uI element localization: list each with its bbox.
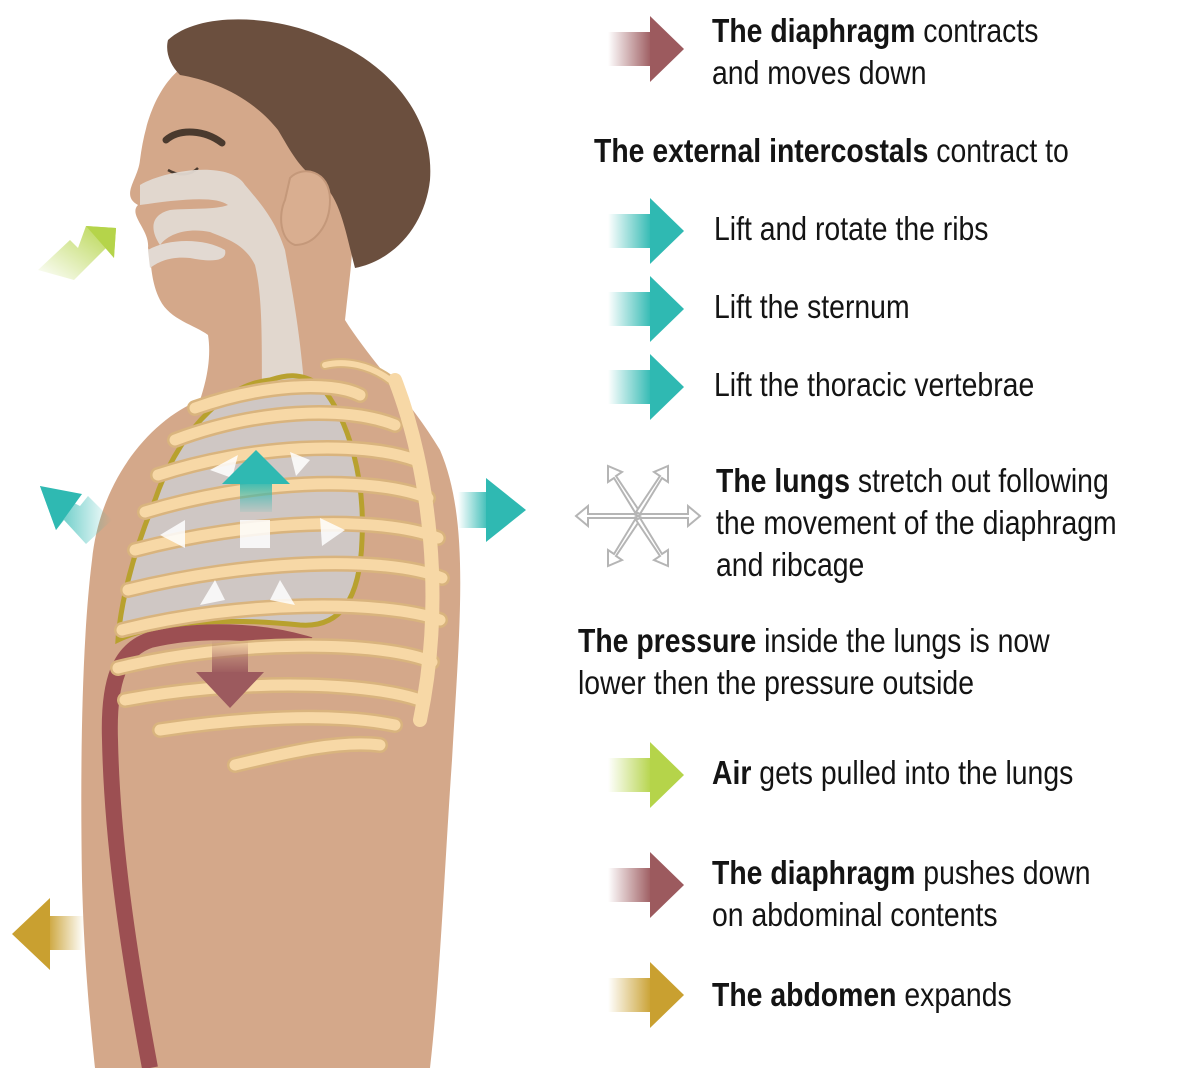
heading-line2: lower then the pressure outside (578, 664, 974, 701)
arrow-right-intercostal-icon (608, 276, 684, 342)
arrow-right-diaphragm-icon (608, 16, 684, 82)
arrow-right-intercostal-icon (608, 354, 684, 420)
arrow-right-intercostal-icon (608, 198, 684, 264)
heading-bold: The external intercostals (594, 132, 928, 169)
legend-text-line1: pushes down (915, 854, 1090, 891)
arrow-right-air-icon (608, 742, 684, 808)
heading-bold: The pressure (578, 622, 756, 659)
legend-bold: Air (712, 754, 751, 791)
arrow-right-diaphragm-icon (608, 852, 684, 918)
legend-text-rest: gets pulled into the lungs (751, 754, 1073, 791)
heading-rest: contract to (928, 132, 1068, 169)
legend-text-line2: on abdominal contents (712, 896, 998, 933)
legend-bold: The diaphragm (712, 854, 915, 891)
intercostals-heading: The external intercostals contract to (594, 130, 1069, 172)
legend-text-rest: expands (896, 976, 1011, 1013)
legend-bold: The lungs (716, 462, 850, 499)
legend-text: Lift the thoracic vertebrae (714, 364, 1034, 406)
expand-arrows-icon (574, 458, 702, 574)
legend-text-line1: stretch out following (850, 462, 1109, 499)
arrow-right-abdomen-icon (608, 962, 684, 1028)
legend-text-line2: the movement of the diaphragm (716, 504, 1117, 541)
pressure-heading: The pressure inside the lungs is now low… (578, 620, 1050, 704)
legend-text-line2: and moves down (712, 54, 927, 91)
human-torso-illustration (0, 0, 560, 1068)
back-out-arrow-right (458, 478, 526, 542)
legend-text: Lift the sternum (714, 286, 910, 328)
legend-bold: The diaphragm (712, 12, 915, 49)
abdomen-out-arrow (12, 898, 84, 970)
air-inhale-arrow (38, 226, 116, 280)
legend-text: Lift and rotate the ribs (714, 208, 989, 250)
heading-line1: inside the lungs is now (756, 622, 1049, 659)
legend-text-line3: and ribcage (716, 546, 864, 583)
legend-text-line1: contracts (915, 12, 1038, 49)
legend-bold: The abdomen (712, 976, 896, 1013)
